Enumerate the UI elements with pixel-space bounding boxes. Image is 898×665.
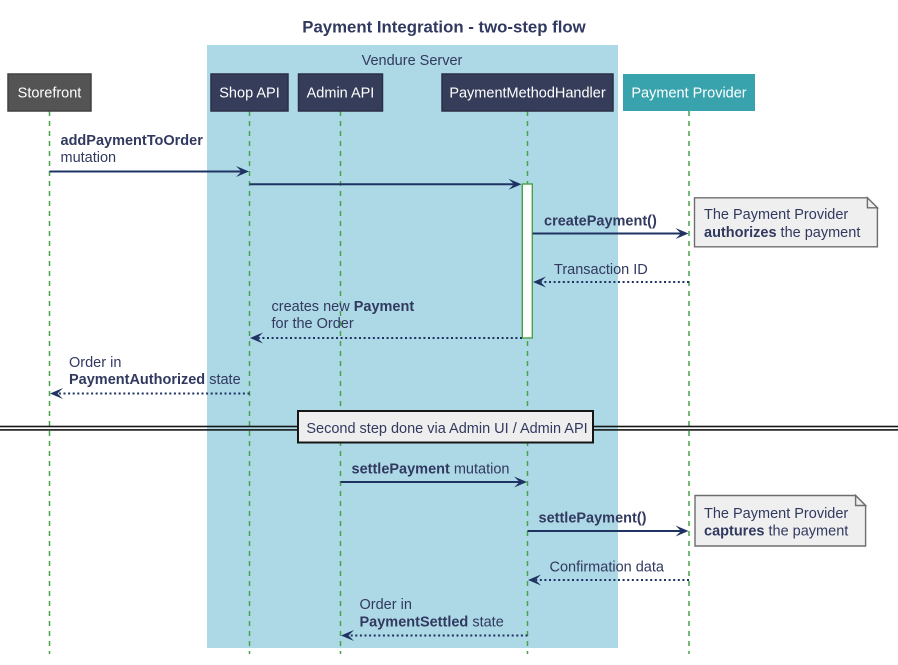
svg-text:captures the payment: captures the payment bbox=[704, 523, 848, 539]
svg-text:PaymentSettled state: PaymentSettled state bbox=[360, 615, 504, 631]
svg-text:authorizes the payment: authorizes the payment bbox=[704, 225, 860, 241]
svg-text:createPayment(): createPayment() bbox=[544, 214, 657, 230]
svg-text:PaymentMethodHandler: PaymentMethodHandler bbox=[449, 86, 606, 102]
svg-text:Storefront: Storefront bbox=[18, 86, 82, 102]
svg-text:Payment Integration - two-step: Payment Integration - two-step flow bbox=[302, 17, 586, 36]
svg-text:settlePayment mutation: settlePayment mutation bbox=[352, 462, 510, 478]
svg-text:Confirmation data: Confirmation data bbox=[550, 560, 665, 576]
svg-text:for the Order: for the Order bbox=[272, 316, 354, 332]
svg-text:PaymentAuthorized state: PaymentAuthorized state bbox=[69, 372, 241, 388]
svg-text:creates new Payment: creates new Payment bbox=[272, 299, 415, 315]
svg-text:Order in: Order in bbox=[360, 597, 412, 613]
svg-text:Second step done via Admin UI: Second step done via Admin UI / Admin AP… bbox=[306, 421, 587, 437]
svg-text:Vendure Server: Vendure Server bbox=[362, 53, 463, 69]
svg-text:The Payment Provider: The Payment Provider bbox=[704, 207, 848, 223]
svg-text:mutation: mutation bbox=[61, 150, 117, 166]
svg-text:Shop API: Shop API bbox=[219, 86, 279, 102]
svg-text:Transaction ID: Transaction ID bbox=[554, 262, 648, 278]
svg-text:Order in: Order in bbox=[69, 355, 121, 371]
svg-text:The Payment Provider: The Payment Provider bbox=[704, 506, 848, 522]
svg-text:Admin API: Admin API bbox=[307, 86, 375, 102]
svg-text:addPaymentToOrder: addPaymentToOrder bbox=[61, 133, 204, 149]
svg-text:settlePayment(): settlePayment() bbox=[539, 511, 647, 527]
svg-text:Payment Provider: Payment Provider bbox=[631, 86, 746, 102]
